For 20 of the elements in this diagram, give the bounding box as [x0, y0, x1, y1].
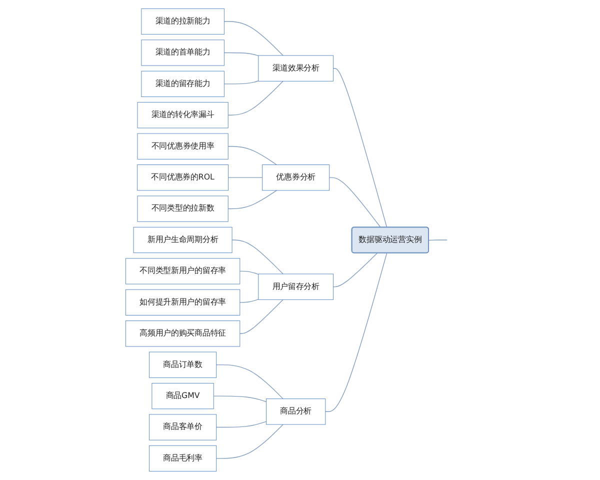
- connector: [239, 270, 258, 275]
- connector: [228, 80, 284, 116]
- connector: [328, 177, 381, 228]
- connector: [324, 252, 387, 412]
- connector: [213, 396, 266, 402]
- connector: [228, 146, 277, 166]
- connector: [228, 177, 262, 178]
- connector: [216, 421, 266, 428]
- connector: [239, 299, 284, 334]
- connector: [224, 80, 258, 84]
- connector: [428, 240, 448, 241]
- connector: [216, 364, 284, 400]
- connector: [224, 21, 284, 56]
- connector: [231, 240, 284, 274]
- connector: [332, 68, 387, 228]
- connector: [239, 298, 258, 303]
- connector: [216, 424, 284, 459]
- connector: [332, 252, 378, 288]
- connector: [224, 52, 258, 56]
- connector: [228, 190, 277, 210]
